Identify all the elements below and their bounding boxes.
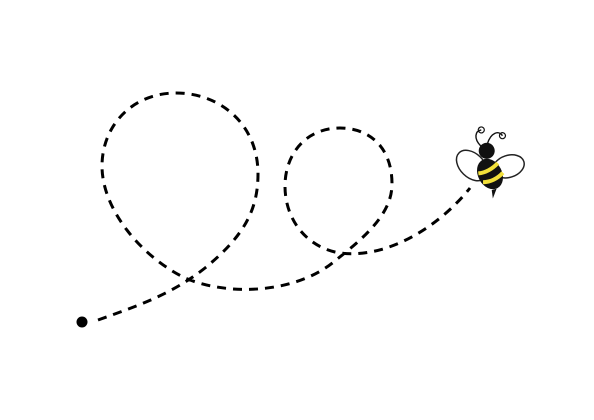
bee-icon [455, 126, 525, 199]
bee-antenna-left-tip [477, 126, 485, 134]
bee-stripe-top [478, 161, 500, 176]
bee-antenna-right [486, 132, 504, 144]
bee-head [478, 142, 495, 159]
bee-stripe-bottom [482, 171, 505, 185]
bee-antenna-left [475, 129, 482, 147]
bee-antenna-right-tip [498, 132, 507, 140]
start-dot-icon [76, 316, 88, 328]
bee-stinger [491, 188, 497, 199]
dashed-flight-path-icon [97, 91, 472, 322]
